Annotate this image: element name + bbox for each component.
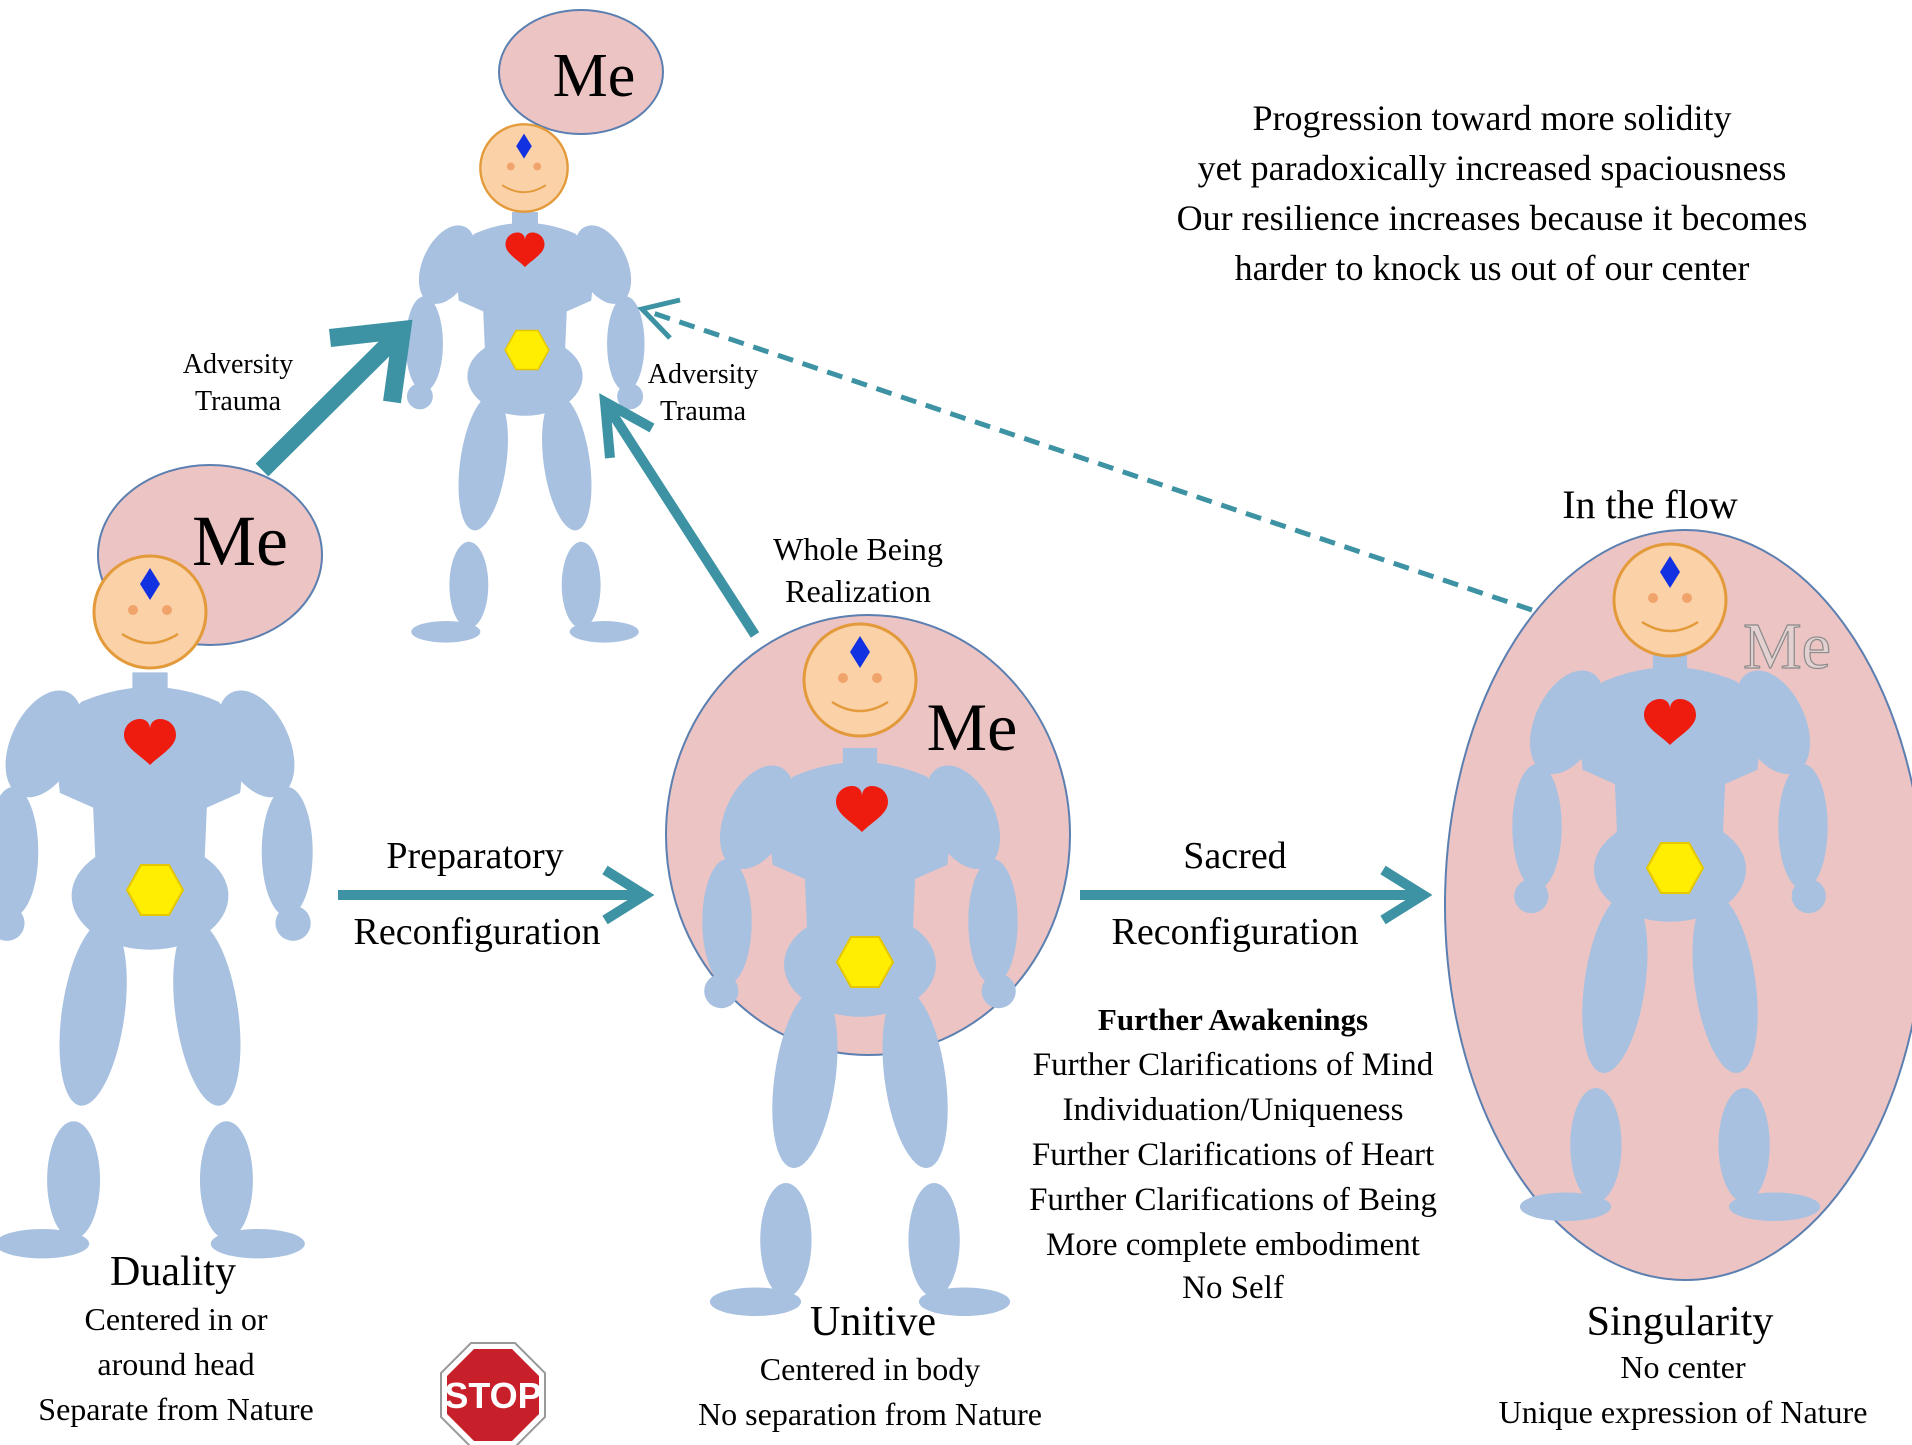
further-awakenings: Further Awakenings Further Clarification… <box>1029 1002 1437 1306</box>
unitive-face-icon <box>804 624 916 736</box>
further-item-1: Further Clarifications of Mind <box>1033 1047 1434 1083</box>
singularity-figure: In the flow Me Singularity No center Uni… <box>1445 482 1912 1430</box>
unitive-me-label: Me <box>927 689 1018 765</box>
unitive-line-1: Centered in body <box>760 1351 980 1387</box>
intro-text: Progression toward more solidity yet par… <box>1177 98 1808 288</box>
top-face-icon <box>480 124 567 211</box>
unitive-line-2: No separation from Nature <box>698 1396 1042 1432</box>
adversity-arrow-mid <box>610 410 755 635</box>
intro-line-2: yet paradoxically increased spaciousness <box>1198 148 1787 188</box>
further-item-2: Individuation/Uniqueness <box>1063 1092 1404 1128</box>
further-heading: Further Awakenings <box>1098 1002 1368 1037</box>
singularity-line-2: Unique expression of Nature <box>1499 1394 1868 1430</box>
intro-line-3: Our resilience increases because it beco… <box>1177 198 1808 238</box>
sacred-line-1: Sacred <box>1183 835 1286 877</box>
adversity-mid-line-2: Trauma <box>660 396 747 427</box>
sacred-line-2: Reconfiguration <box>1112 911 1359 953</box>
unitive-figure: Whole Being Realization Me Unitive Cente… <box>666 531 1070 1432</box>
singularity-caption: In the flow <box>1562 482 1738 527</box>
unitive-caption-2: Realization <box>785 573 931 609</box>
further-item-6: No Self <box>1182 1270 1284 1306</box>
unitive-caption-1: Whole Being <box>773 531 943 567</box>
duality-me-label: Me <box>192 501 288 581</box>
stop-sign-icon: STOP <box>441 1343 545 1445</box>
top-me-label: Me <box>553 42 636 110</box>
duality-title: Duality <box>110 1249 236 1295</box>
preparatory-line-1: Preparatory <box>386 835 563 877</box>
further-item-3: Further Clarifications of Heart <box>1032 1137 1434 1173</box>
adversity-mid-line-1: Adversity <box>648 359 758 390</box>
top-figure: Me <box>405 10 663 643</box>
further-item-5: More complete embodiment <box>1046 1227 1420 1263</box>
duality-line-2: around head <box>97 1346 254 1382</box>
unitive-title: Unitive <box>810 1299 936 1345</box>
adversity-left-line-2: Trauma <box>195 386 282 417</box>
further-item-4: Further Clarifications of Being <box>1029 1182 1437 1218</box>
duality-line-3: Separate from Nature <box>38 1391 313 1427</box>
adversity-left-line-1: Adversity <box>183 349 293 380</box>
duality-face-icon <box>94 556 206 668</box>
stop-sign-label: STOP <box>444 1375 541 1416</box>
intro-line-4: harder to knock us out of our center <box>1235 248 1750 288</box>
intro-line-1: Progression toward more solidity <box>1253 98 1732 138</box>
return-arrow-dashed-head <box>642 300 680 338</box>
singularity-face-icon <box>1614 544 1726 656</box>
duality-line-1: Centered in or <box>84 1301 267 1337</box>
preparatory-line-2: Reconfiguration <box>354 911 601 953</box>
duality-body <box>0 672 313 1258</box>
singularity-title: Singularity <box>1587 1299 1774 1345</box>
duality-figure: Me Duality Centered in or around head Se… <box>0 465 322 1427</box>
singularity-line-1: No center <box>1620 1349 1746 1385</box>
